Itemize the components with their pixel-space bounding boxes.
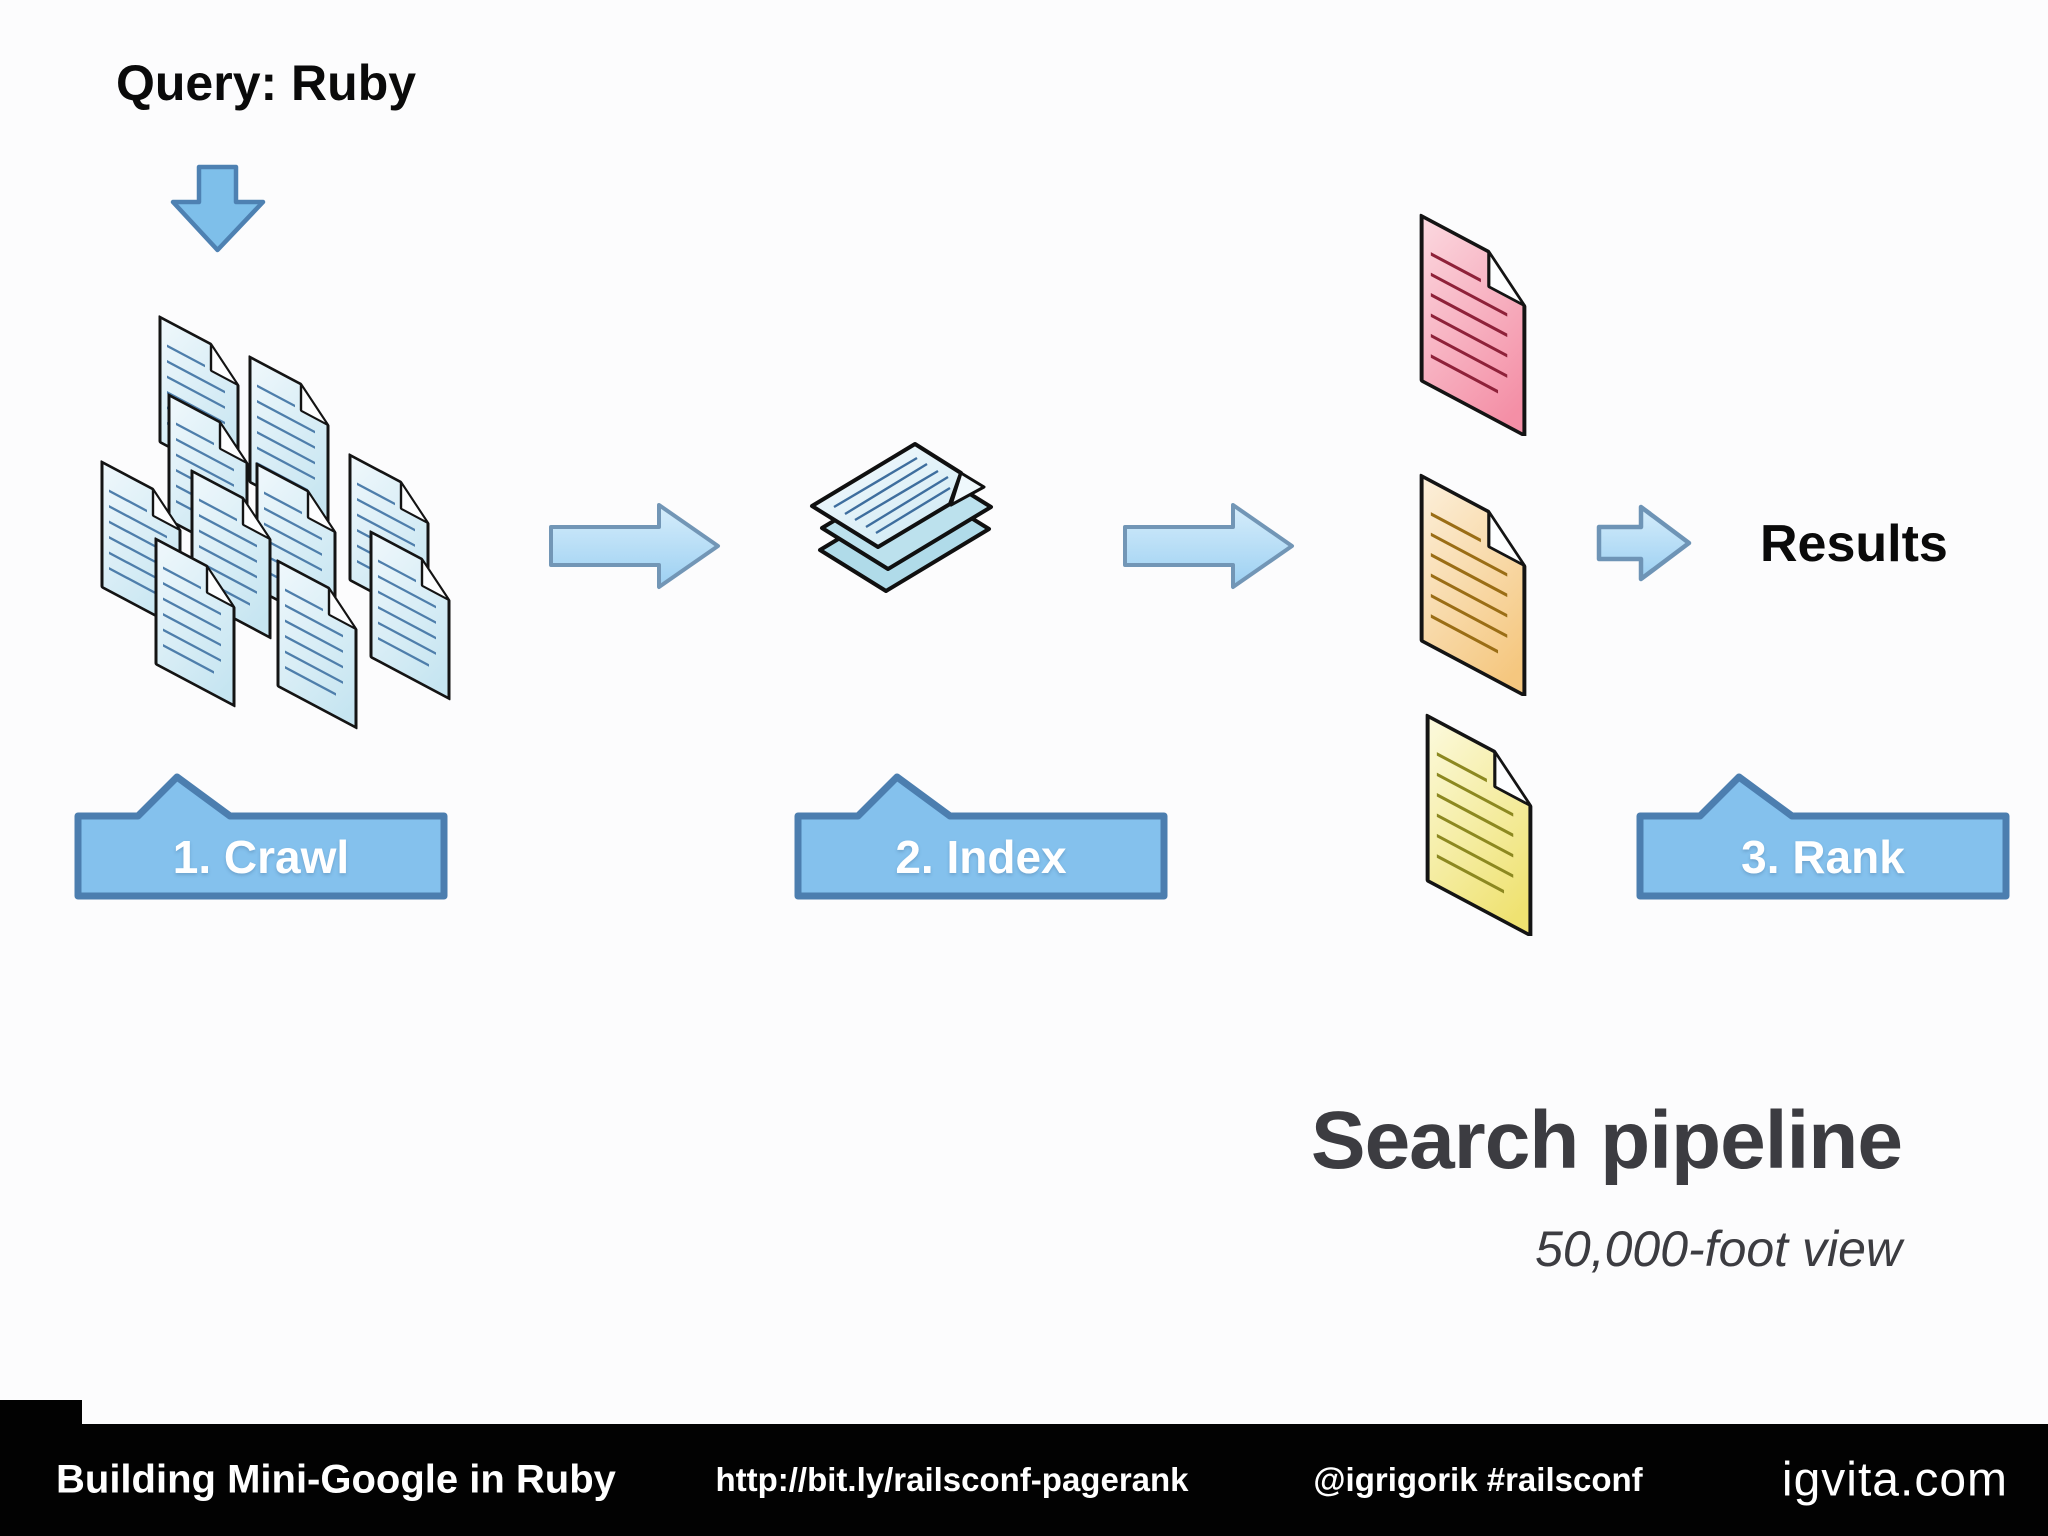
right-arrow-small-icon — [1596, 504, 1692, 582]
footer-bar: Building Mini-Google in Ruby http://bit.… — [0, 1424, 2048, 1536]
document-cluster-icon — [100, 315, 451, 730]
footer-site: igvita.com — [1781, 1453, 2008, 1507]
banner-shape — [794, 773, 1168, 900]
banner-shape — [74, 773, 448, 900]
right-arrow-icon — [549, 503, 720, 589]
ranked-document-orange-icon — [1419, 474, 1527, 696]
step-banner-rank: 3. Rank — [1636, 770, 2010, 900]
ranked-document-yellow-icon — [1425, 714, 1533, 936]
footer-handle: @igrigorik #railsconf — [1313, 1461, 1643, 1498]
down-arrow-icon — [170, 164, 266, 253]
slide-subtitle: 50,000-foot view — [1535, 1221, 1902, 1277]
slide-title: Search pipeline — [1310, 1095, 1903, 1186]
footer-bar-edge — [0, 1400, 82, 1424]
banner-shape — [1636, 773, 2010, 900]
right-arrow-icon — [1123, 503, 1294, 589]
results-label: Results — [1760, 515, 1948, 573]
step-label: 2. Index — [895, 831, 1067, 883]
step-label: 3. Rank — [1741, 831, 1905, 883]
index-stack-icon — [810, 442, 993, 593]
document-icon — [276, 559, 358, 730]
footer-title: Building Mini-Google in Ruby — [56, 1457, 616, 1502]
query-label: Query: Ruby — [116, 55, 417, 111]
step-banner-crawl: 1. Crawl — [74, 770, 448, 900]
footer-url: http://bit.ly/railsconf-pagerank — [715, 1461, 1189, 1498]
step-label: 1. Crawl — [172, 831, 350, 883]
ranked-document-red-icon — [1419, 214, 1527, 436]
document-icon — [369, 530, 451, 701]
step-banner-index: 2. Index — [794, 770, 1168, 900]
